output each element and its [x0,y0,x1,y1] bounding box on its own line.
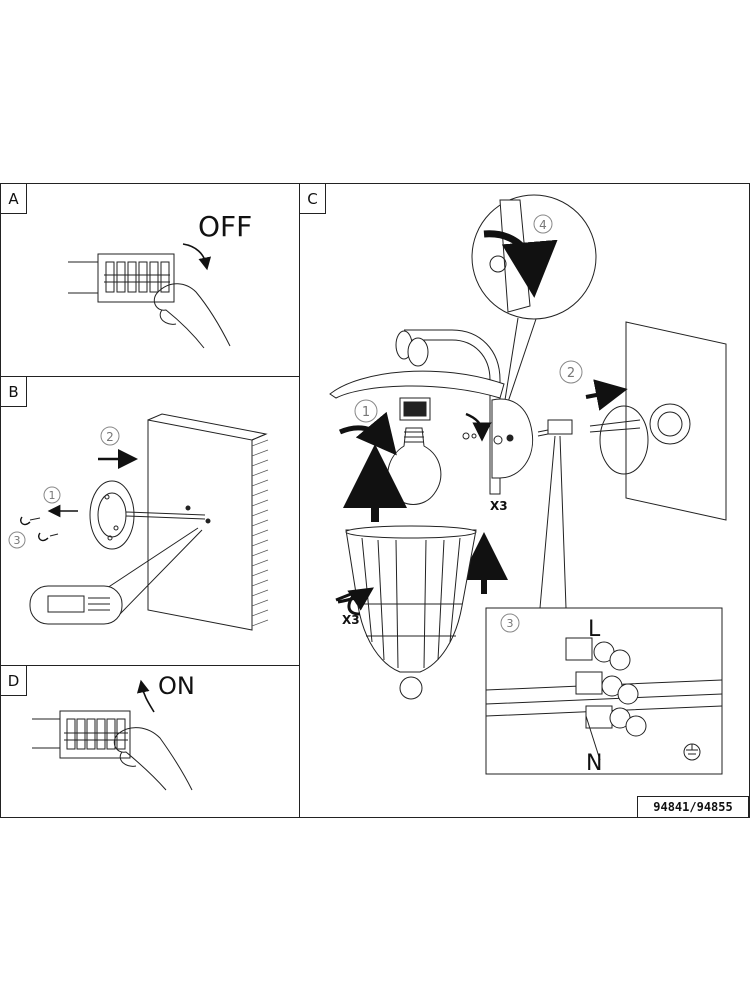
panel-b-step2-label: 2 [106,430,114,444]
neutral-label: N [586,751,602,776]
panel-c-step2-label: 2 [567,366,575,381]
wall-icon [147,419,253,631]
bulb-screw-arrow-icon [338,411,397,456]
terminal-block-icon [565,637,647,737]
panel-c-illustration [329,194,727,775]
panel-b-tag: B [1,377,27,407]
off-label: OFF [198,210,252,243]
screw-count-top: X3 [490,499,508,513]
panel-d-frame [0,665,300,818]
panel-c-tag: C [300,184,326,214]
panel-b-step1-label: 1 [49,489,56,502]
model-number: 94841/94855 [637,796,749,818]
arrow-to-wall-icon-c [585,379,628,411]
panel-c-step1-label: 1 [362,405,370,420]
hand-icon [153,283,231,349]
hand-icon-d [113,727,193,791]
breaker-switches-icon [104,261,170,293]
lamp-hat-icon [329,370,505,399]
on-label: ON [158,672,195,700]
breaker-switches-icon-d [64,718,128,750]
panel-b-step3-label: 3 [14,534,21,547]
rotate-arrow-icon [483,230,558,298]
live-label: L [588,617,601,642]
panel-a-tag: A [1,184,27,214]
detail-magnifier-icon [471,194,597,320]
mounting-plate-icon [89,480,135,550]
switch-arrow-icon-d [136,679,155,713]
lantern-cage-icon [345,529,477,673]
panel-c-step3-label: 3 [507,617,514,630]
plug-detail-icon [29,585,123,625]
panel-c-step4-label: 4 [539,218,547,232]
screw-count-bottom: X3 [342,613,360,627]
switch-arrow-icon [182,243,212,271]
step-circles-b [8,426,120,549]
bulb-icon [387,427,442,505]
panel-b-illustration [8,413,269,631]
panel-d-tag: D [1,666,27,696]
panel-d-illustration [32,679,193,791]
cage-screw-arrow-icon [337,587,374,611]
panel-a-illustration [68,243,231,349]
